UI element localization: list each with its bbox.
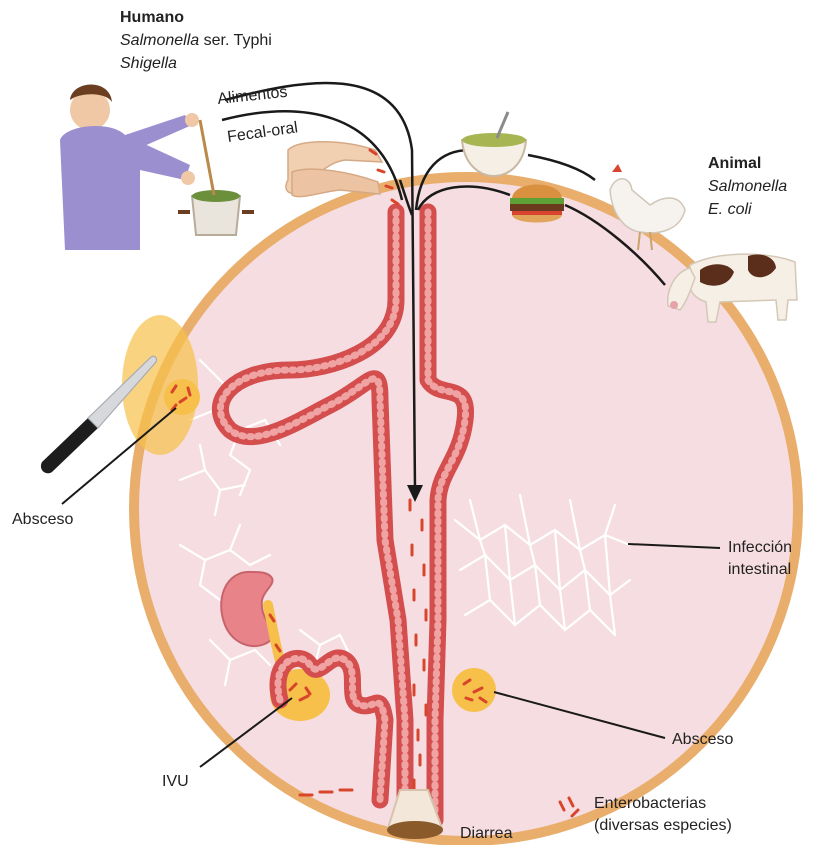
intestinal-infection-label-line2: intestinal (728, 561, 791, 578)
hamburger-icon (510, 185, 564, 223)
route-food-label: Alimentos (217, 84, 289, 108)
animal-source-title: Animal (708, 155, 761, 172)
human-source-organism-2: Shigella (120, 55, 177, 72)
uti-label: IVU (162, 773, 189, 790)
abscess-right-label: Absceso (672, 731, 733, 748)
abscess-right (452, 668, 496, 712)
diarrhea-label: Diarrea (460, 825, 513, 842)
abscess-left (164, 379, 200, 415)
animal-source-organism-1: Salmonella (708, 178, 787, 195)
abscess-left-label: Absceso (12, 511, 73, 528)
soup-bowl-icon (462, 112, 526, 176)
legend-label-line2: (diversas especies) (594, 817, 732, 834)
human-organism-1-name: Salmonella (120, 32, 199, 49)
human-organism-1-suffix: ser. Typhi (199, 32, 272, 49)
route-fecal-oral-label: Fecal-oral (226, 119, 299, 146)
human-source-title: Humano (120, 9, 184, 26)
intestinal-infection-label-line1: Infección (728, 539, 792, 556)
human-cook-icon (60, 85, 199, 251)
legend-label-line1: Enterobacterias (594, 795, 706, 812)
human-source-organism-1: Salmonella ser. Typhi (120, 32, 272, 49)
animal-source-organism-2: E. coli (708, 201, 752, 218)
